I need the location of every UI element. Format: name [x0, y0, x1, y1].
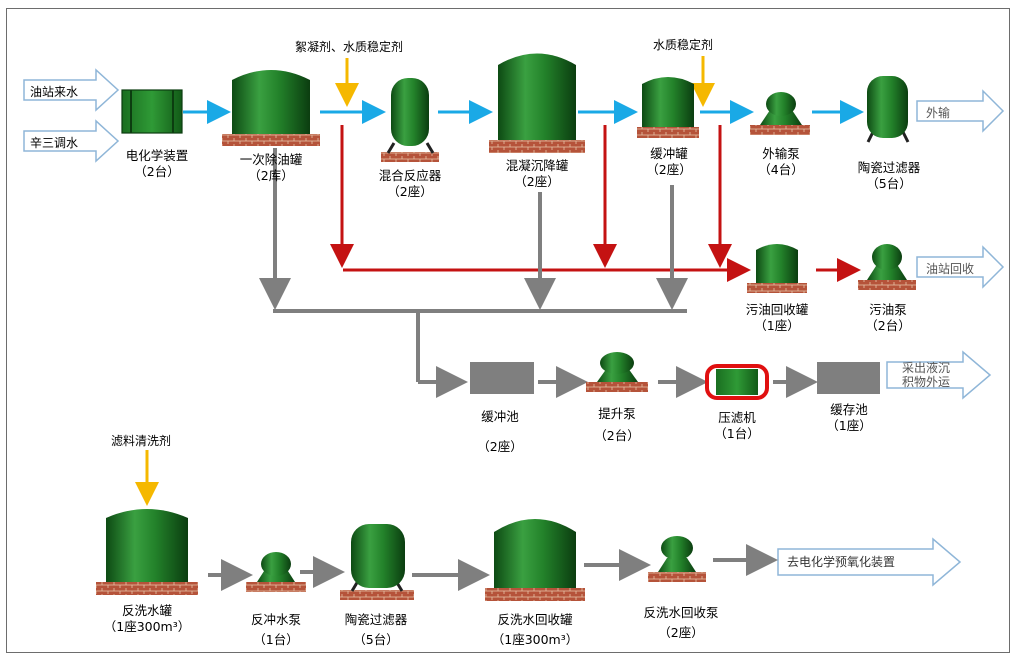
water-stabilizer-label: 水质稳定剂 — [653, 38, 714, 52]
buffer-pool-count: （2座） — [477, 439, 523, 454]
output-arrow-export — [916, 89, 1005, 133]
backwash-tank-label: 反洗水罐 （1座300m³） — [92, 603, 202, 635]
buffer-tank-name: 缓冲罐 — [650, 146, 688, 161]
export-pump-count: （4台） — [758, 162, 804, 177]
mixing-reactor-icon — [381, 78, 439, 162]
lift-pump-name: 提升泵 — [598, 406, 636, 421]
oil-station-water-label: 油站来水 — [30, 85, 79, 99]
backflush-pump-label: 反冲水泵 （1台） — [231, 610, 321, 650]
backwash-recovery-pump-count: （2座） — [658, 625, 704, 640]
storage-pool-label: 缓存池 （1座） — [804, 402, 894, 434]
electrochem-label: 电化学装置 （2台） — [112, 148, 202, 180]
mix-reactor-count: （2座） — [387, 184, 433, 199]
output-arrow-pre-oxidation — [777, 537, 962, 587]
coag-settle-name: 混凝沉降罐 — [505, 158, 569, 173]
backwash-tank-count: （1座300m³） — [103, 619, 191, 634]
backwash-recovery-tank-count: （1座300m³） — [491, 632, 579, 647]
buffer-tank-label: 缓冲罐 （2座） — [624, 146, 714, 178]
buffer-pool-icon — [470, 362, 534, 394]
electrochem-name: 电化学装置 — [125, 148, 189, 163]
filter-press-icon — [705, 364, 769, 400]
lift-pump-count: （2台） — [594, 428, 640, 443]
export-pump-name: 外输泵 — [762, 146, 800, 161]
ceramic-filter-2-icon — [340, 524, 414, 600]
sediment-label-line2: 积物外运 — [902, 375, 951, 389]
storage-pool-count: （1座） — [826, 418, 872, 433]
diagram-frame — [6, 8, 1010, 653]
oil-recovery-tank-icon — [747, 244, 807, 293]
oil-pump-icon — [858, 244, 916, 290]
pre-oxidation-label: 去电化学预氧化装置 — [787, 555, 896, 569]
primary-deoil-tank-icon — [222, 70, 320, 146]
backwash-recovery-tank-icon — [485, 519, 585, 601]
output-arrow-oil-return — [916, 245, 1005, 289]
oil-recovery-tank-name: 污油回收罐 — [745, 302, 809, 317]
mix-reactor-label: 混合反应器 （2座） — [365, 168, 455, 200]
backwash-recovery-pump-label: 反洗水回收泵 （2座） — [626, 603, 736, 643]
backwash-tank-icon — [96, 509, 198, 595]
input-arrow-oil-station — [23, 68, 120, 112]
backwash-recovery-pump-name: 反洗水回收泵 — [643, 605, 719, 620]
backwash-tank-name: 反洗水罐 — [121, 603, 172, 618]
oil-pump-count: （2台） — [865, 318, 911, 333]
mix-reactor-name: 混合反应器 — [378, 168, 442, 183]
oil-recovery-tank-count: （1座） — [754, 318, 800, 333]
export-label: 外输 — [926, 106, 951, 120]
buffer-pool-label: 缓冲池 （2座） — [455, 402, 545, 462]
buffer-tank-count: （2座） — [646, 162, 692, 177]
backwash-recovery-tank-label: 反洗水回收罐 （1座300m³） — [475, 610, 595, 650]
coag-settle-tank-icon — [489, 53, 585, 153]
xinsan-water-label: 辛三调水 — [30, 136, 79, 150]
electrochem-count: （2台） — [134, 164, 180, 179]
backflush-pump-name: 反冲水泵 — [250, 612, 301, 627]
filter-cleaner-label: 滤料清洗剂 — [111, 434, 172, 448]
storage-pool-name: 缓存池 — [830, 402, 868, 417]
export-pump-icon — [750, 92, 810, 135]
ceramic-filter-icon — [866, 76, 910, 143]
oil-return-label: 油站回收 — [926, 262, 975, 276]
backflush-pump-count: （1台） — [253, 632, 299, 647]
ceramic-filter-name: 陶瓷过滤器 — [857, 160, 921, 175]
backwash-recovery-pump-icon — [648, 536, 706, 582]
output-arrow-sediment — [886, 350, 992, 400]
primary-deoil-name: 一次除油罐 — [239, 152, 303, 167]
oil-pump-label: 污油泵 （2台） — [843, 302, 933, 334]
ceramic-filter-2-label: 陶瓷过滤器 （5台） — [328, 610, 424, 650]
export-pump-label: 外输泵 （4台） — [736, 146, 826, 178]
ceramic-filter-2-name: 陶瓷过滤器 — [344, 612, 408, 627]
backflush-pump-icon — [246, 552, 306, 592]
filter-press-name: 压滤机 — [718, 410, 756, 425]
filter-press-count: （1台） — [714, 426, 760, 441]
backwash-recovery-tank-name: 反洗水回收罐 — [497, 612, 573, 627]
coag-settle-count: （2座） — [514, 174, 560, 189]
input-arrow-xinsan — [23, 119, 120, 163]
primary-deoil-label: 一次除油罐 （2库） — [226, 152, 316, 184]
ceramic-filter-label: 陶瓷过滤器 （5台） — [841, 160, 937, 192]
buffer-tank-icon — [637, 77, 699, 138]
primary-deoil-count: （2库） — [248, 168, 294, 183]
sediment-label: 采出液沉 积物外运 — [902, 361, 950, 389]
oil-recovery-tank-label: 污油回收罐 （1座） — [732, 302, 822, 334]
flocculant-stabilizer-label: 絮凝剂、水质稳定剂 — [295, 40, 404, 54]
ceramic-filter-2-count: （5台） — [353, 632, 399, 647]
storage-pool-icon — [817, 362, 880, 394]
ceramic-filter-count: （5台） — [866, 176, 912, 191]
oil-pump-name: 污油泵 — [869, 302, 907, 317]
buffer-pool-name: 缓冲池 — [481, 409, 519, 424]
lift-pump-label: 提升泵 （2台） — [572, 403, 662, 447]
filter-press-label: 压滤机 （1台） — [692, 410, 782, 442]
sediment-label-line1: 采出液沉 — [902, 361, 951, 375]
electrochemical-unit-icon — [121, 89, 183, 134]
coag-settle-label: 混凝沉降罐 （2座） — [492, 158, 582, 190]
lift-pump-icon — [586, 352, 648, 392]
